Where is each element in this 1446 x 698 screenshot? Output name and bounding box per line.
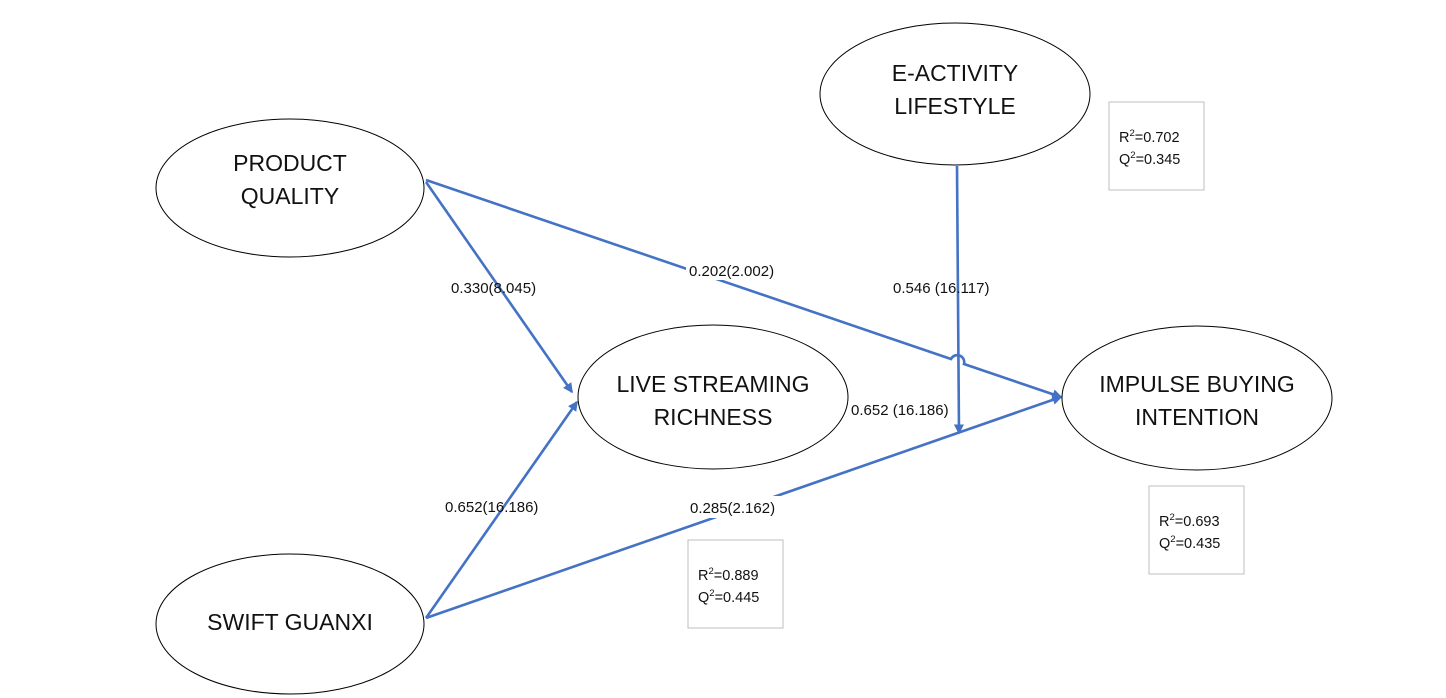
node-e-activity-lifestyle: E-ACTIVITY LIFESTYLE <box>819 22 1091 166</box>
q-squared-impulse-buying-intention: Q2=0.435 <box>1159 534 1220 552</box>
path-label-pq-ibi: 0.202(2.002) <box>689 263 774 280</box>
node-live-streaming-richness: LIVE STREAMING RICHNESS <box>577 324 849 470</box>
swift-guanxi-label: SWIFT GUANXI <box>207 609 373 635</box>
product-quality-label-line2: QUALITY <box>241 183 339 209</box>
r-squared-impulse-buying-intention: R2=0.693 <box>1159 512 1220 530</box>
swift-guanxi-ellipse <box>155 553 425 695</box>
e-activity-lifestyle-ellipse <box>819 22 1091 166</box>
live-streaming-richness-label-line2: RICHNESS <box>654 404 773 430</box>
node-product-quality: PRODUCT QUALITY <box>155 118 425 258</box>
product-quality-ellipse <box>155 118 425 258</box>
product-quality-label-line1: PRODUCT <box>233 150 347 176</box>
live-streaming-richness-ellipse <box>577 324 849 470</box>
impulse-buying-intention-label-line1: IMPULSE BUYING <box>1099 371 1295 397</box>
path-label-eal-moderation: 0.546 (16.117) <box>893 280 989 297</box>
e-activity-lifestyle-label-line2: LIFESTYLE <box>894 93 1015 119</box>
r-squared-live-streaming-richness: R2=0.889 <box>698 566 759 584</box>
stats-box-e-activity: R2=0.702 Q2=0.345 <box>1108 101 1205 191</box>
path-label-sg-ibi: 0.285(2.162) <box>690 500 775 517</box>
arrow-e-activity-lifestyle-moderation <box>953 165 964 435</box>
q-squared-live-streaming-richness: Q2=0.445 <box>698 588 759 606</box>
node-impulse-buying-intention: IMPULSE BUYING INTENTION <box>1061 325 1333 471</box>
r-squared-e-activity: R2=0.702 <box>1119 128 1180 146</box>
stats-box-live-streaming-richness: R2=0.889 Q2=0.445 <box>687 539 784 629</box>
impulse-buying-intention-label-line2: INTENTION <box>1135 404 1259 430</box>
path-labels: 0.330(8.045) 0.202(2.002) 0.546 (16.117)… <box>445 260 989 518</box>
live-streaming-richness-label-line1: LIVE STREAMING <box>617 371 810 397</box>
path-label-sg-lsr: 0.652(16.186) <box>445 499 538 516</box>
stats-box-impulse-buying-intention: R2=0.693 Q2=0.435 <box>1148 485 1245 575</box>
arrow-swift-guanxi-to-live-streaming-richness <box>424 400 579 619</box>
path-label-lsr-ibi: 0.652 (16.186) <box>851 402 949 419</box>
arrow-product-quality-to-live-streaming-richness <box>424 181 574 394</box>
path-label-pq-lsr: 0.330(8.045) <box>451 280 536 297</box>
arrow-product-quality-to-impulse-buying-intention <box>425 178 1063 399</box>
path-label-bg-pq-ibi <box>686 260 792 280</box>
q-squared-e-activity: Q2=0.345 <box>1119 150 1180 168</box>
node-swift-guanxi: SWIFT GUANXI <box>155 553 425 695</box>
impulse-buying-intention-ellipse <box>1061 325 1333 471</box>
e-activity-lifestyle-label-line1: E-ACTIVITY <box>892 60 1019 86</box>
path-label-bg-sg-ibi <box>687 496 793 518</box>
